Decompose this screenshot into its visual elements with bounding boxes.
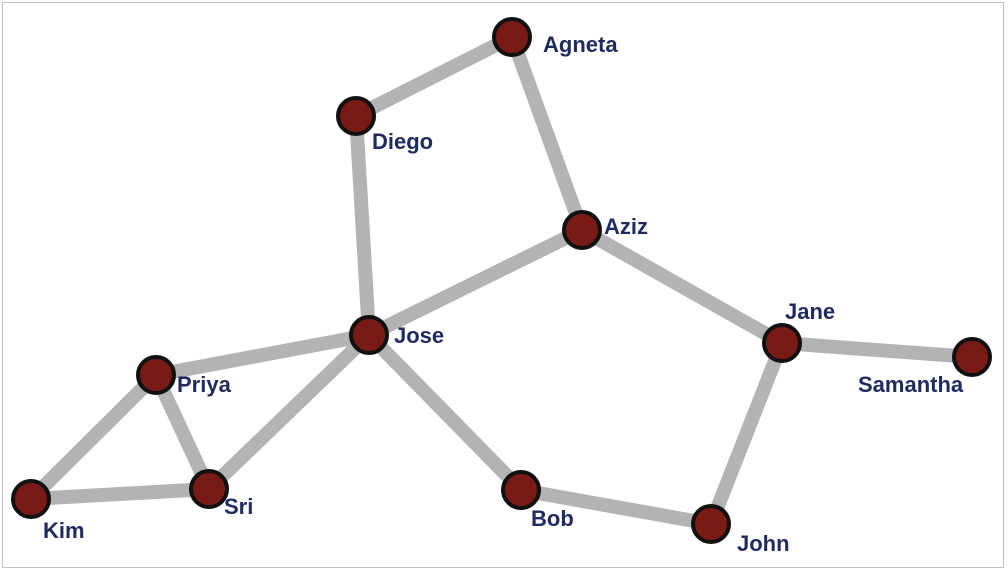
node-label-agneta: Agneta bbox=[543, 32, 618, 57]
edges-layer bbox=[26, 30, 973, 531]
node-label-jose: Jose bbox=[394, 323, 444, 348]
node-label-diego: Diego bbox=[372, 129, 433, 154]
edge-jose-bob bbox=[364, 330, 526, 495]
node-priya bbox=[136, 355, 176, 395]
node-aziz bbox=[562, 210, 602, 250]
edge-kim-sri bbox=[30, 482, 210, 506]
node-label-kim: Kim bbox=[43, 518, 85, 543]
node-sri bbox=[189, 469, 229, 509]
node-label-bob: Bob bbox=[531, 506, 574, 531]
edge-jose-priya bbox=[154, 328, 371, 382]
node-jose bbox=[349, 315, 389, 355]
node-jane bbox=[762, 323, 802, 363]
node-diego bbox=[336, 96, 376, 136]
edge-aziz-jane bbox=[578, 223, 786, 350]
node-label-priya: Priya bbox=[177, 372, 232, 397]
node-kim bbox=[11, 479, 51, 519]
edge-priya-kim bbox=[26, 370, 161, 504]
node-bob bbox=[501, 470, 541, 510]
edge-aziz-jose bbox=[365, 223, 586, 342]
edge-diego-jose bbox=[349, 115, 376, 336]
node-john bbox=[691, 504, 731, 544]
edge-jose-sri bbox=[204, 329, 374, 495]
node-label-jane: Jane bbox=[785, 299, 835, 324]
nodes-layer bbox=[11, 17, 992, 544]
node-label-aziz: Aziz bbox=[604, 214, 648, 239]
edge-agneta-diego bbox=[352, 30, 516, 123]
edge-bob-john bbox=[519, 483, 713, 531]
edge-priya-sri bbox=[149, 372, 216, 492]
node-label-john: John bbox=[737, 531, 790, 556]
edge-agneta-aziz bbox=[505, 34, 589, 233]
node-label-samantha: Samantha bbox=[858, 372, 964, 397]
edge-jane-john bbox=[704, 340, 789, 527]
node-label-sri: Sri bbox=[224, 494, 253, 519]
edge-jane-samantha bbox=[781, 336, 973, 364]
node-agneta bbox=[492, 17, 532, 57]
node-samantha bbox=[952, 337, 992, 377]
